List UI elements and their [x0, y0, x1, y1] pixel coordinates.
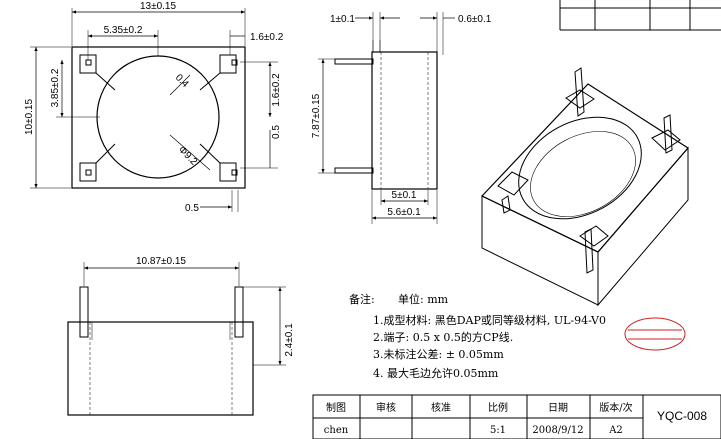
- tb-header-version: 版本/次: [599, 401, 632, 414]
- isometric-view: [481, 67, 689, 307]
- tb-version: A2: [608, 425, 623, 436]
- notes-item-4: 4. 最大毛边允许0.05mm: [373, 366, 499, 380]
- notes-item-2: 2.端子: 0.5 x 0.5的方CP线.: [373, 330, 513, 344]
- revision-table: [559, 0, 721, 31]
- notes-heading: 备注:: [349, 292, 375, 306]
- tb-header-approved: 核准: [431, 401, 451, 414]
- dim-pin-offset: 3.85±0.2: [50, 68, 61, 107]
- dim-outer-width: 5.6±0.1: [387, 207, 421, 218]
- dim-overall-width: 13±0.15: [140, 1, 177, 12]
- dim-right-pin-offset: 1.6±0.2: [271, 73, 282, 107]
- side-view: [318, 12, 455, 224]
- dim-front-width: 10.87±0.15: [136, 256, 186, 267]
- title-block: [312, 394, 721, 439]
- tb-header-drawn: 制图: [326, 401, 346, 414]
- tb-scale: 5:1: [490, 425, 506, 436]
- notes-unit: 单位: mm: [398, 292, 449, 306]
- tb-header-date: 日期: [548, 402, 568, 414]
- notes-item-3: 3.未标注公差: ± 0.05mm: [373, 347, 504, 361]
- dim-overall-height: 10±0.15: [24, 99, 35, 136]
- front-view: [67, 262, 286, 416]
- part-number: YQC-008: [657, 409, 707, 423]
- top-view: [30, 8, 278, 212]
- tb-header-checked: 审核: [376, 401, 396, 414]
- stamp-mark: [624, 317, 686, 351]
- dim-right-margin: 1.6±0.2: [250, 32, 284, 43]
- tb-drawn-by: chen: [324, 425, 349, 436]
- dim-side-height: 7.87±0.15: [311, 93, 322, 138]
- dim-radius: 0.4: [173, 72, 191, 90]
- dim-inner-width: 5±0.1: [392, 190, 417, 201]
- notes-item-1: 1.成型材料: 黑色DAP或同等级材料, UL-94-V0: [373, 313, 606, 327]
- tb-date: 2008/9/12: [532, 425, 583, 436]
- dim-bottom-pin: 0.5: [185, 203, 199, 214]
- tb-header-scale: 比例: [488, 401, 508, 414]
- dim-pin-gap: 0.6±0.1: [458, 14, 492, 25]
- dim-pin-pitch: 0.5: [271, 125, 282, 139]
- dim-hole-offset: 5.35±0.2: [104, 25, 143, 36]
- dim-pin-height: 2.4±0.1: [284, 323, 295, 357]
- dim-pin-width: 1±0.1: [330, 14, 355, 25]
